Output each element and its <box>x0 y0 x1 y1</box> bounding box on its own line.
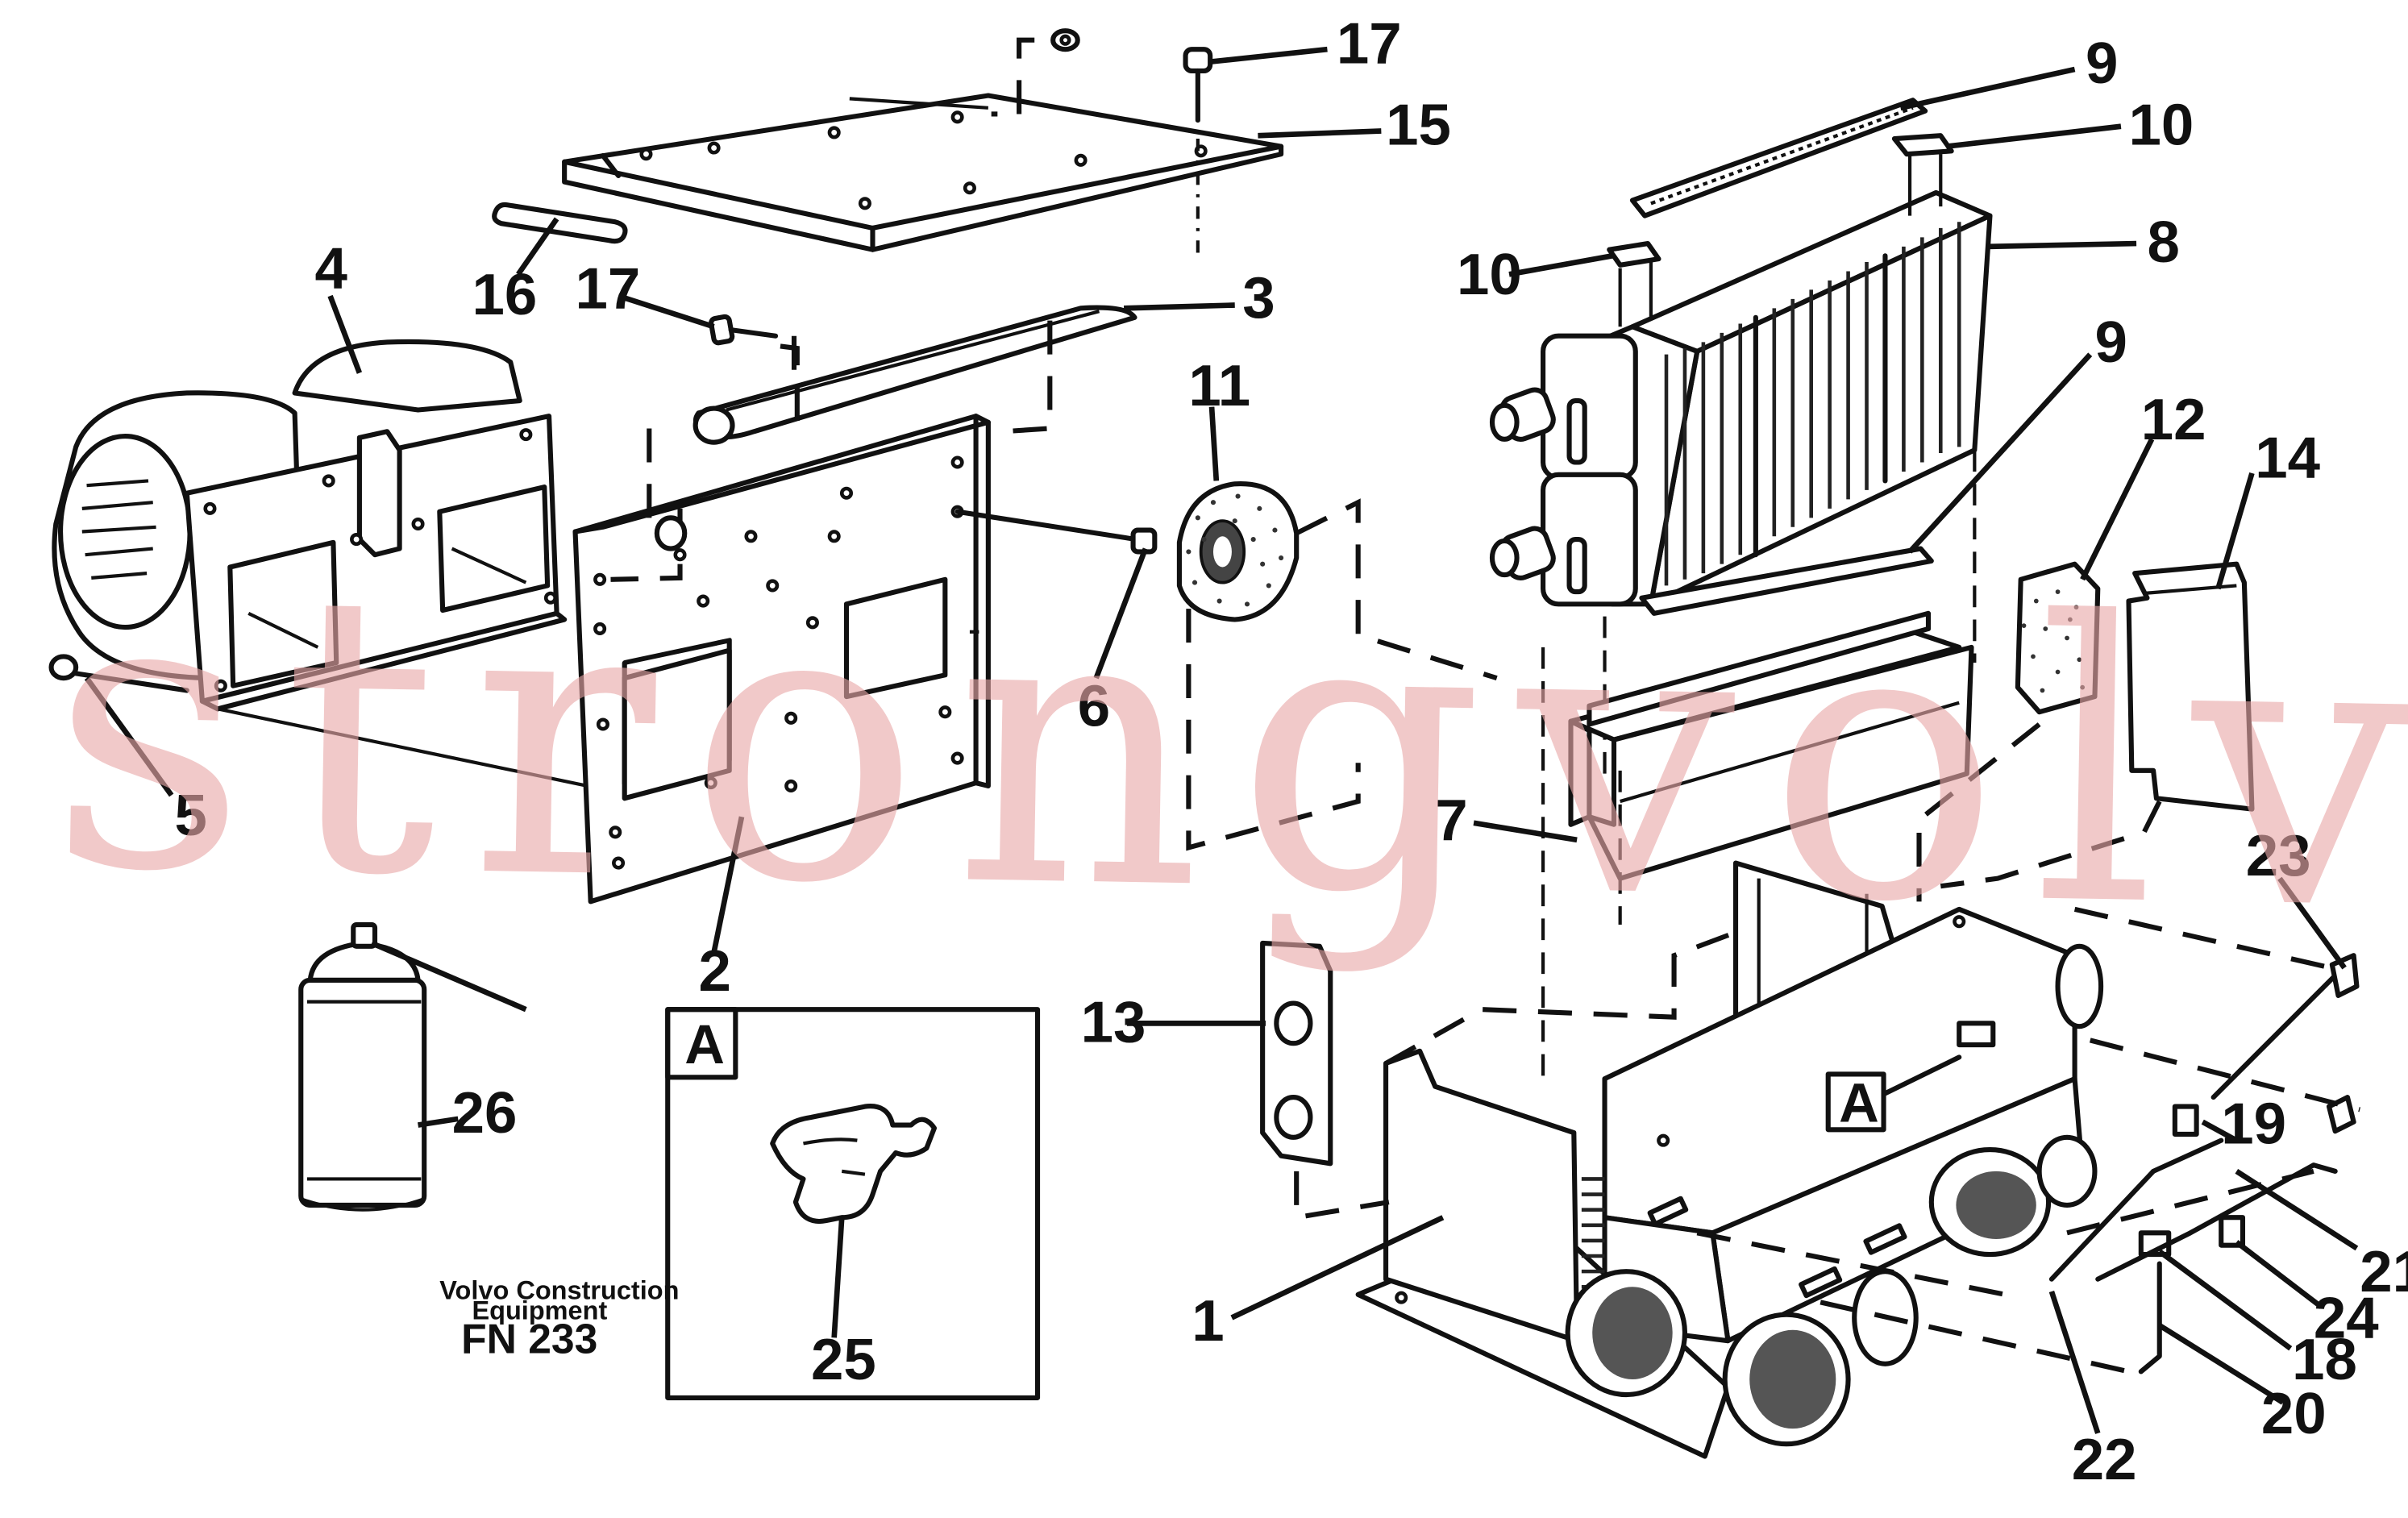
callout-9-top: 9 <box>2086 31 2118 96</box>
callout-18: 18 <box>2292 1327 2357 1392</box>
rod-23 <box>2210 953 2360 1100</box>
side-panel-14 <box>1940 561 2255 889</box>
profile-strip-3 <box>692 305 1137 445</box>
fan-mounting-plate <box>572 414 991 905</box>
callout-17-top: 17 <box>1337 10 1402 76</box>
main-housing <box>1355 647 2104 1459</box>
caption-company-line1: Volvo Construction <box>439 1276 679 1305</box>
callout-25: 25 <box>811 1327 876 1392</box>
callout-13: 13 <box>1081 989 1146 1054</box>
callout-11: 11 <box>1188 353 1250 418</box>
callout-10-left: 10 <box>1457 242 1522 307</box>
caption-code: FN 233 <box>461 1315 597 1362</box>
foam-ring <box>1176 481 1498 851</box>
callout-19: 19 <box>2221 1091 2286 1156</box>
bracket-22 <box>2048 1137 2224 1282</box>
detail-marker-label: A <box>1839 1072 1879 1134</box>
callout-8: 8 <box>2147 210 2179 275</box>
leader-lines <box>84 46 2359 1434</box>
top-cover-plate <box>562 93 1284 252</box>
callout-21: 21 <box>2360 1239 2408 1304</box>
callout-16: 16 <box>472 262 537 327</box>
callout-12: 12 <box>2141 387 2206 452</box>
screw-17-middle <box>709 314 797 385</box>
clip-10-right <box>1891 133 1954 216</box>
callout-3: 3 <box>1242 265 1275 331</box>
mounting-bracket-13 <box>1260 940 1390 1221</box>
callout-24: 24 <box>2314 1285 2379 1350</box>
callout-9-lower: 9 <box>2094 310 2127 375</box>
blower-fan <box>52 339 568 712</box>
callout-15: 15 <box>1386 93 1451 158</box>
foam-strip-9-lower <box>1639 546 1934 616</box>
callout-4: 4 <box>314 235 347 301</box>
callout-17-middle: 17 <box>576 256 641 321</box>
detail-view-a <box>665 1007 1041 1400</box>
rod-16 <box>492 202 628 244</box>
cable-connector-5 <box>48 654 588 788</box>
caption-company-line2: Equipment <box>472 1295 607 1325</box>
foam-strip-9-top <box>1629 98 1928 218</box>
callout-6: 6 <box>1078 673 1110 738</box>
callout-2: 2 <box>698 938 730 1004</box>
tray-7 <box>1568 610 1974 881</box>
callout-23: 23 <box>2246 823 2311 888</box>
spray-can <box>298 921 427 1212</box>
callout-22: 22 <box>2072 1427 2137 1492</box>
callout-26: 26 <box>452 1080 518 1146</box>
heater-core <box>1489 189 1993 786</box>
callout-7: 7 <box>1435 788 1467 853</box>
callout-14: 14 <box>2255 426 2320 491</box>
foam-block-12 <box>1916 561 2101 902</box>
callout-5: 5 <box>175 783 207 848</box>
callout-10-right: 10 <box>2129 93 2194 158</box>
callout-labels: 17 15 16 17 3 4 5 6 2 11 9 10 10 8 9 12 … <box>175 10 2408 1492</box>
callout-1: 1 <box>1192 1288 1224 1354</box>
callout-20: 20 <box>2261 1381 2327 1446</box>
screw-17-top <box>1183 47 1213 255</box>
watermark: strongvolvo.com <box>47 505 2408 1020</box>
clip-10-left <box>1607 240 1661 327</box>
top-nut <box>991 28 1080 117</box>
detail-a-marker <box>1825 1021 1996 1133</box>
bracket-20 <box>2095 1162 2338 1375</box>
detail-view-label: A <box>684 1013 725 1075</box>
